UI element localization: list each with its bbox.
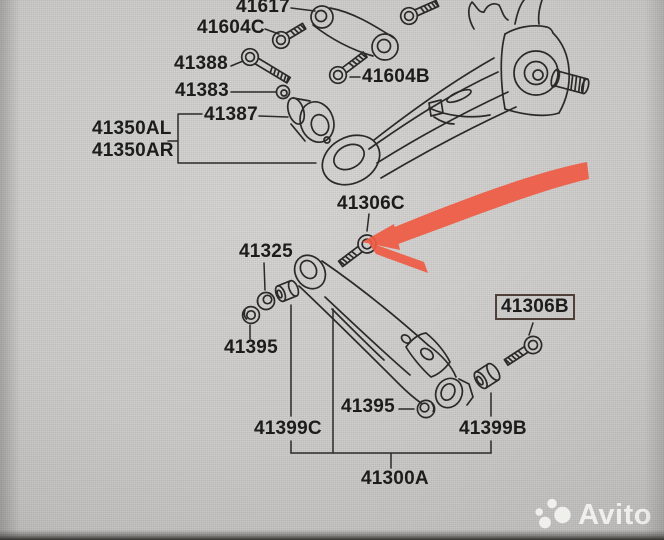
part-label-41395-bottom: 41395 <box>341 396 395 417</box>
bushing-41399b-drawing <box>473 362 501 390</box>
lower-arm-drawing <box>293 254 474 409</box>
part-label-41306b-boxed: 41306B <box>495 294 575 320</box>
nut-41395-left-drawing <box>241 305 261 325</box>
part-label-41395-left: 41395 <box>224 337 278 358</box>
bolt-41604b-drawing <box>328 51 368 85</box>
part-label-41604b: 41604B <box>362 66 430 87</box>
part-label-41300a: 41300A <box>361 468 429 489</box>
bushing-41399c-drawing <box>274 279 300 303</box>
avito-watermark: Avito <box>535 498 652 532</box>
bolt-top-right-drawing <box>399 0 440 26</box>
part-label-41399c: 41399C <box>254 418 322 439</box>
bolt-41306b-drawing <box>503 335 543 367</box>
avito-watermark-text: Avito <box>578 498 652 531</box>
part-label-41388: 41388 <box>174 53 228 74</box>
nut-41395-bottom-drawing <box>416 399 436 419</box>
bracket-41300a <box>290 304 492 469</box>
trailing-arm-knuckle-drawing <box>321 0 590 186</box>
upper-arm-drawing <box>310 5 399 61</box>
part-label-41617: 41617 <box>236 0 290 17</box>
part-label-41306c: 41306C <box>337 193 405 214</box>
washer-41383-drawing <box>275 84 291 100</box>
bracket-41350 <box>167 113 317 164</box>
part-label-41399b: 41399B <box>459 418 527 439</box>
highlight-arrow <box>362 162 589 273</box>
avito-dots-logo-icon <box>535 498 571 529</box>
photo-bottom-edge <box>0 530 664 540</box>
washer-41325-drawing <box>256 291 276 311</box>
part-label-41604c: 41604C <box>197 17 265 38</box>
bolt-41388-drawing <box>240 47 292 84</box>
bolt-41604c-drawing <box>271 22 307 50</box>
part-label-41387: 41387 <box>204 104 258 125</box>
part-label-41350ar: 41350AR <box>92 140 174 161</box>
part-label-41350al: 41350AL <box>92 118 172 139</box>
bushing-41387-drawing <box>286 97 335 144</box>
part-label-41325: 41325 <box>239 241 293 262</box>
part-label-41383: 41383 <box>175 80 229 101</box>
leader-lines <box>167 7 534 469</box>
